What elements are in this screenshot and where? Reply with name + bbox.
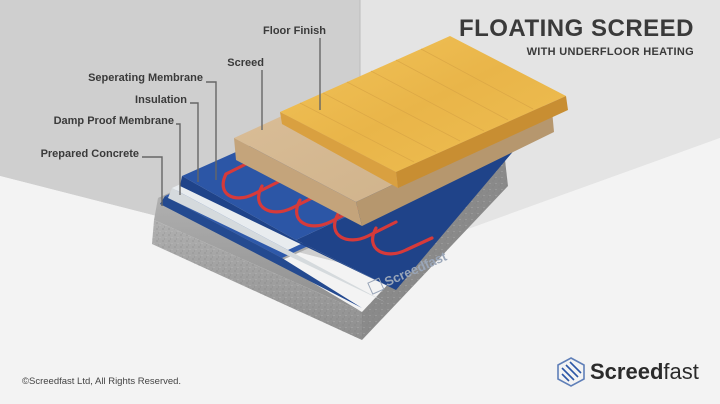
leader-separating-membrane — [206, 81, 217, 180]
copyright-notice: ©Screedfast Ltd, All Rights Reserved. — [22, 376, 182, 387]
leader-insulation — [190, 102, 199, 182]
brand-logo: Screedfast — [556, 356, 699, 388]
brand-wordmark: Screedfast — [590, 359, 699, 385]
layer-labels: Floor Finish Screed Seperating Membrane … — [41, 25, 327, 160]
title-subtitle: WITH UNDERFLOOR HEATING — [526, 46, 694, 58]
label-insulation: Insulation — [135, 94, 187, 106]
brand-wordmark-regular: fast — [663, 359, 699, 384]
leader-damp-proof-membrane — [176, 123, 181, 195]
floor-finish-layer — [280, 36, 568, 188]
label-damp-proof-membrane: Damp Proof Membrane — [54, 115, 174, 127]
label-prepared-concrete: Prepared Concrete — [41, 148, 139, 160]
title-main: FLOATING SCREED — [458, 15, 694, 42]
label-floor-finish: Floor Finish — [263, 25, 326, 37]
leader-prepared-concrete — [142, 156, 163, 206]
brand-wordmark-bold: Screed — [590, 359, 664, 384]
label-leaders — [142, 38, 321, 206]
label-separating-membrane: Seperating Membrane — [88, 72, 203, 84]
brand-mark-icon — [557, 357, 585, 387]
diagram-title: FLOATING SCREED WITH UNDERFLOOR HEATING — [459, 14, 694, 58]
label-screed: Screed — [227, 57, 264, 69]
